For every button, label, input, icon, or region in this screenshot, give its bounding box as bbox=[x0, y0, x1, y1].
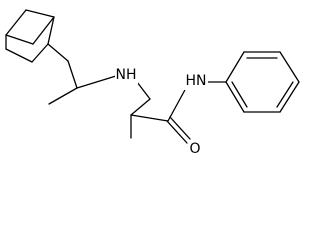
bond bbox=[25, 9, 55, 18]
bond bbox=[5, 9, 27, 36]
amine-nh-label: NH bbox=[116, 67, 137, 83]
bond bbox=[225, 81, 245, 113]
bond bbox=[48, 87, 78, 105]
bond bbox=[130, 98, 151, 116]
phenyl-ring bbox=[225, 51, 300, 113]
amide-n-label: HN bbox=[184, 73, 208, 90]
bond bbox=[136, 81, 151, 100]
ethylamine-linker bbox=[48, 60, 151, 105]
bond bbox=[47, 43, 69, 62]
bond bbox=[5, 34, 34, 45]
carbonyl-oxygen-label: O bbox=[189, 141, 200, 157]
bond bbox=[166, 120, 188, 144]
bond bbox=[276, 81, 294, 108]
bond bbox=[130, 114, 169, 122]
bond bbox=[279, 51, 300, 83]
propanamide-chain bbox=[130, 87, 191, 144]
bond bbox=[5, 48, 33, 63]
bond bbox=[47, 16, 55, 45]
bond bbox=[76, 75, 117, 89]
bond bbox=[225, 51, 245, 83]
structure-diagram: NH HN O bbox=[5, 9, 300, 158]
amide-nh-label: HN bbox=[186, 73, 207, 89]
bond bbox=[169, 116, 191, 140]
bond bbox=[231, 81, 248, 108]
carbonyl-o-label: O bbox=[188, 141, 202, 158]
bond bbox=[279, 81, 300, 113]
bond bbox=[31, 43, 49, 63]
norbornane-ring bbox=[5, 9, 69, 63]
bond bbox=[32, 16, 55, 45]
bond bbox=[167, 87, 187, 122]
amine-label: NH bbox=[115, 67, 138, 84]
bond bbox=[67, 60, 78, 89]
